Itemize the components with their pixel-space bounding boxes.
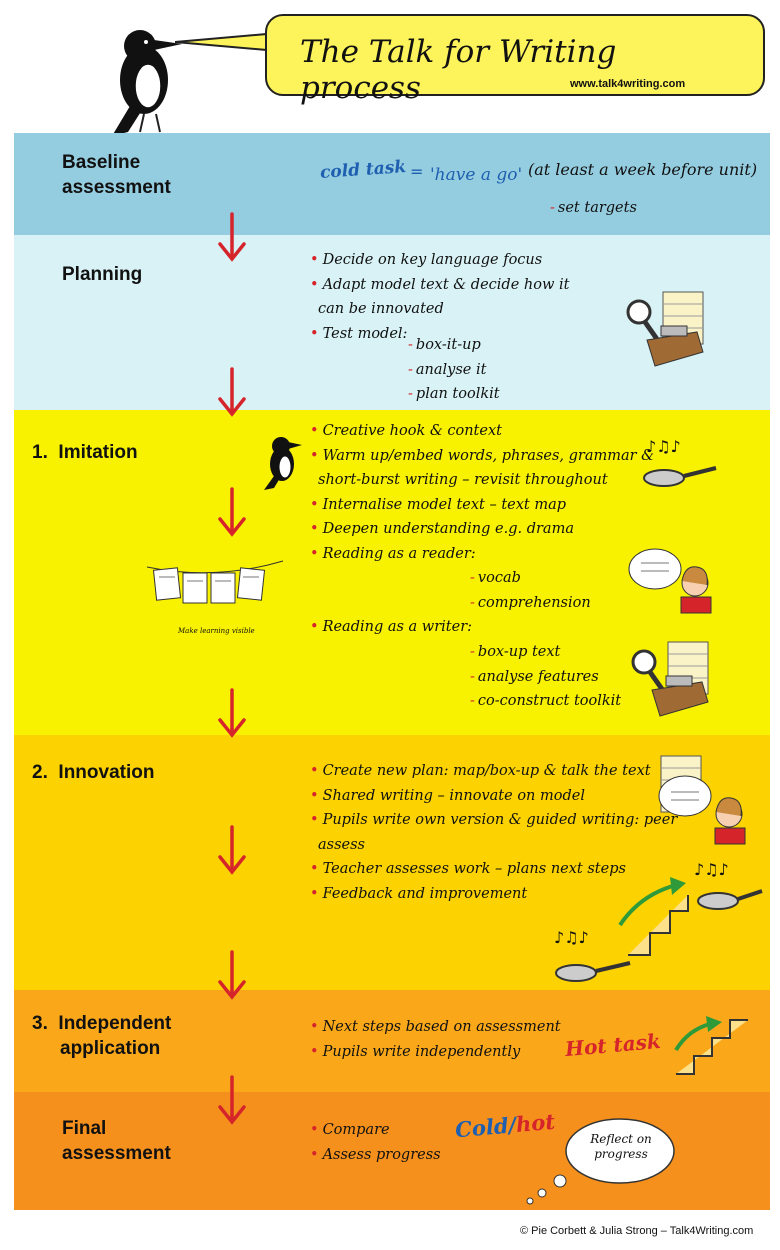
toolbox-icon [626, 291, 704, 367]
stage-independent: 3. Independent application [32, 1013, 172, 1059]
stage-final: Final assessment [62, 1118, 171, 1164]
list-item: -comprehension [470, 594, 591, 611]
equals-sign: = [410, 162, 424, 181]
reflect-text: Reflect on progress [590, 1132, 652, 1161]
list-item: •Reading as a reader: [310, 545, 476, 562]
have-a-go-label: 'have a go' [430, 165, 523, 185]
list-item: •Internalise model text – text map [310, 496, 567, 513]
svg-text:♪♫♪: ♪♫♪ [554, 928, 589, 947]
list-item: •Test model: [310, 325, 408, 342]
list-item: can be innovated [318, 301, 444, 317]
toolbox-icon [631, 641, 709, 717]
down-arrow-icon [218, 688, 246, 738]
list-item: -co-construct toolkit [470, 693, 622, 709]
planning-list: •Decide on key language focus •Adapt mod… [310, 248, 569, 346]
stage-baseline: Baseline assessment [62, 152, 171, 198]
list-item: •Decide on key language focus [310, 252, 543, 268]
independent-band [14, 990, 770, 1092]
set-targets-item: -set targets [550, 200, 637, 216]
independent-list: •Next steps based on assessment •Pupils … [310, 1015, 561, 1064]
copyright: © Pie Corbett & Julia Strong – Talk4Writ… [520, 1225, 754, 1237]
list-item: -box-it-up [408, 337, 481, 353]
list-item: •Create new plan: map/box-up & talk the … [310, 763, 651, 779]
writer-sublist: -box-up text -analyse features -co-const… [470, 640, 621, 714]
list-item: short-burst writing – revisit throughout [318, 472, 608, 488]
magpie-mascot [112, 30, 182, 136]
down-arrow-icon [218, 367, 246, 417]
list-item: assess [318, 836, 365, 853]
baseline-band [14, 133, 770, 235]
final-list: •Compare •Assess progress [310, 1118, 441, 1167]
list-item: •Next steps based on assessment [310, 1019, 561, 1035]
timing-note: (at least a week before unit) [528, 160, 758, 179]
girl-speech-icon [628, 548, 712, 614]
list-item: -vocab [470, 570, 521, 586]
page-title: The Talk for Writing process [300, 34, 617, 106]
frying-pan-icon: ♪♫♪ [643, 437, 717, 487]
girl-speech-icon [658, 755, 746, 845]
list-item: •Teacher assesses work – plans next step… [310, 861, 626, 877]
stage-imitation: 1. Imitation [32, 442, 138, 463]
speech-bubble-tail [175, 32, 268, 52]
magpie-small-icon [264, 437, 302, 490]
down-arrow-icon [218, 212, 246, 262]
list-item: •Creative hook & context [310, 423, 502, 439]
list-item: •Assess progress [310, 1146, 441, 1163]
list-item: -box-up text [470, 644, 561, 660]
imitation-list: •Creative hook & context •Warm up/embed … [310, 419, 654, 566]
list-item: -plan toolkit [408, 386, 500, 402]
list-item: •Feedback and improvement [310, 885, 528, 902]
progress-steps-icon: ♪♫♪ [618, 860, 763, 956]
list-item: •Shared writing – innovate on model [310, 787, 585, 804]
list-item: •Warm up/embed words, phrases, grammar & [310, 447, 655, 464]
title-speech-bubble [265, 14, 765, 96]
imitation-list-writer: •Reading as a writer: [310, 615, 472, 640]
frying-pan-icon: ♪♫♪ [554, 928, 631, 982]
list-item: •Deepen understanding e.g. drama [310, 521, 574, 537]
svg-text:♪♫♪: ♪♫♪ [646, 437, 681, 456]
list-item: •Pupils write own version & guided writi… [310, 812, 678, 828]
test-model-sublist: -box-it-up -analyse it -plan toolkit [408, 333, 500, 407]
down-arrow-icon [218, 950, 246, 1000]
reader-sublist: -vocab -comprehension [470, 566, 591, 615]
washing-line-icon [146, 560, 284, 604]
list-item: -analyse it [408, 361, 487, 378]
stage-innovation: 2. Innovation [32, 762, 155, 783]
list-item: •Pupils write independently [310, 1043, 521, 1060]
svg-text:♪♫♪: ♪♫♪ [694, 860, 729, 879]
down-arrow-icon [218, 825, 246, 875]
website-url: www.talk4writing.com [570, 78, 686, 90]
down-arrow-icon [218, 1075, 246, 1125]
down-arrow-icon [218, 487, 246, 537]
stage-planning: Planning [62, 264, 143, 285]
list-item: •Compare [310, 1122, 390, 1138]
washing-line-caption: Make learning visible [178, 627, 255, 635]
progress-steps-icon [674, 1016, 748, 1075]
list-item: •Reading as a writer: [310, 619, 473, 635]
list-item: •Adapt model text & decide how it [310, 276, 570, 293]
innovation-list: •Create new plan: map/box-up & talk the … [310, 759, 677, 906]
thought-bubble-icon [526, 1118, 675, 1205]
list-item: -analyse features [470, 668, 599, 685]
